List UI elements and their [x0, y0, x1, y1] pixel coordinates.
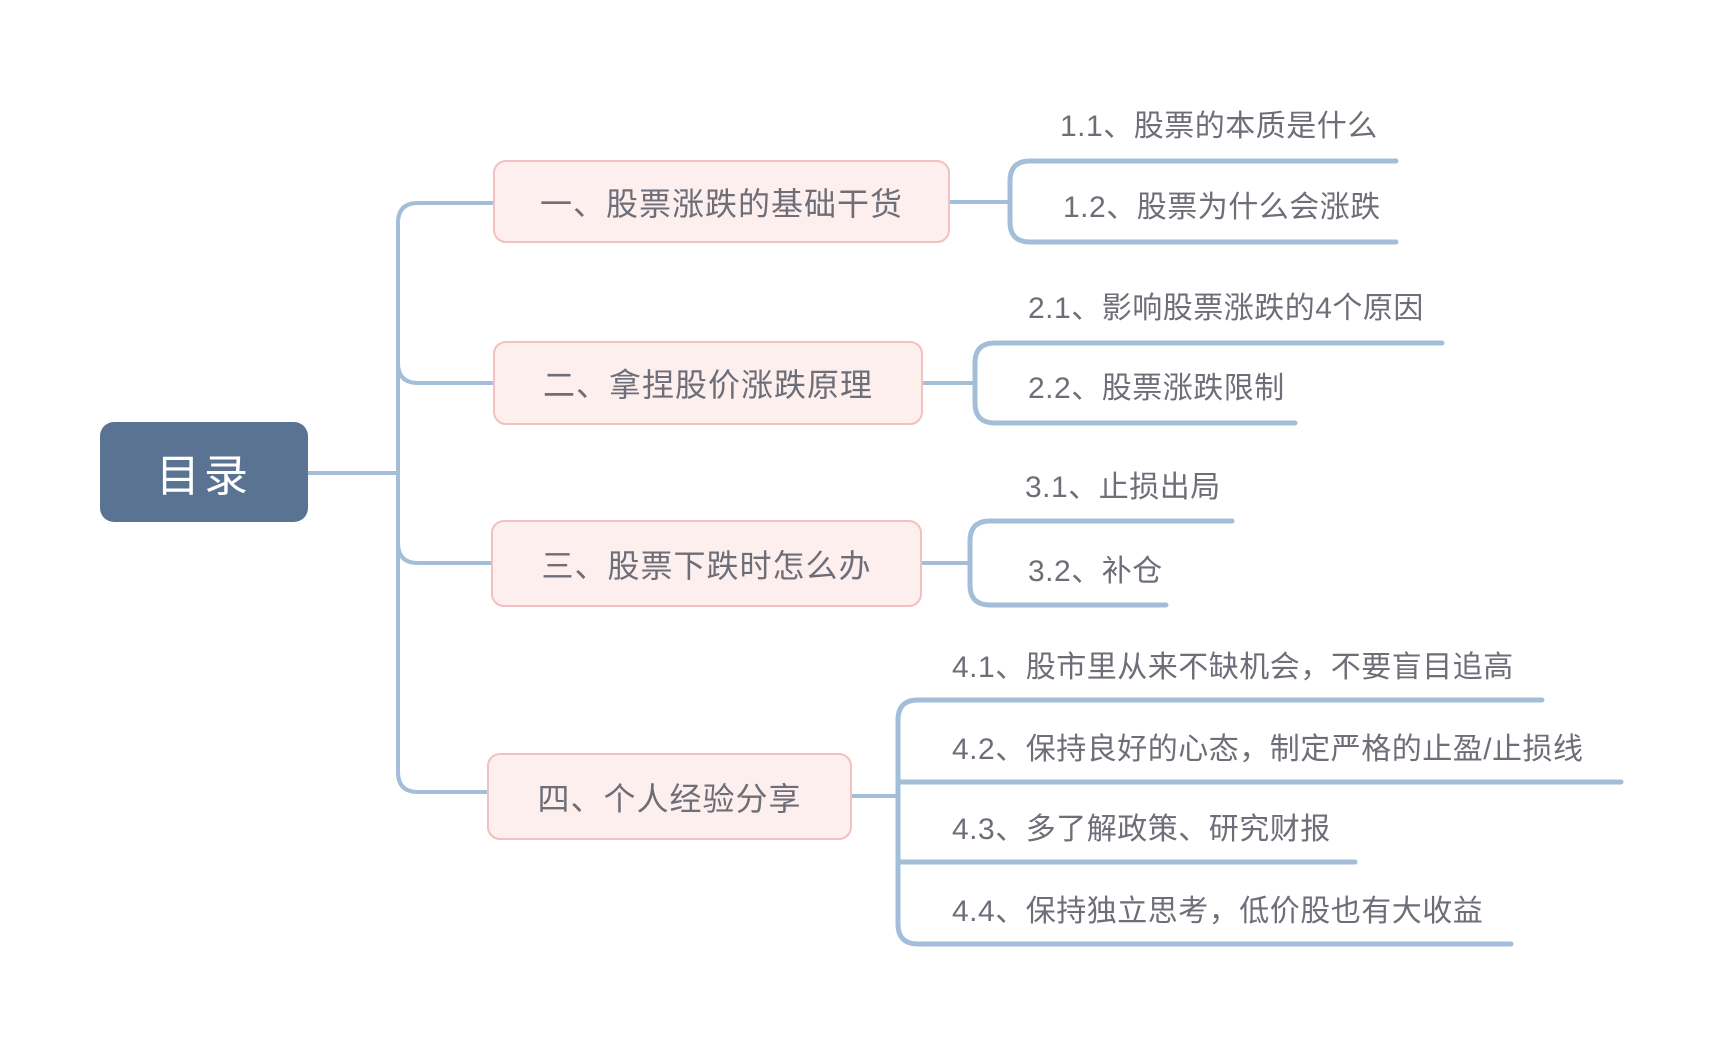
- subtopic-4-2[interactable]: 4.2、保持良好的心态，制定严格的止盈/止损线: [952, 733, 1584, 766]
- subtopic-3-1[interactable]: 3.1、止损出局: [1025, 471, 1221, 504]
- branch-topic-2[interactable]: 二、拿捏股价涨跌原理: [493, 341, 923, 425]
- branch-topic-1[interactable]: 一、股票涨跌的基础干货: [493, 160, 950, 243]
- branch-3-bracket: [967, 518, 1235, 608]
- branch-topic-2-label: 二、拿捏股价涨跌原理: [542, 367, 873, 403]
- branch-2-connector: [396, 361, 495, 385]
- branch-3-connector: [396, 541, 493, 565]
- branch-topic-3[interactable]: 三、股票下跌时怎么办: [491, 520, 922, 607]
- root-topic-label: 目录: [156, 452, 252, 501]
- subtopic-4-4[interactable]: 4.4、保持独立思考，低价股也有大收益: [952, 895, 1484, 928]
- branch-4-bracket: [895, 697, 1545, 947]
- branch-topic-1-label: 一、股票涨跌的基础干货: [539, 185, 903, 222]
- subtopic-4-1[interactable]: 4.1、股市里从来不缺机会，不要盲目追高: [952, 651, 1514, 684]
- branch-2-bracket: [972, 340, 1445, 426]
- subtopic-1-2[interactable]: 1.2、股票为什么会涨跌: [1063, 191, 1381, 224]
- root-topic[interactable]: 目录: [100, 422, 308, 522]
- subtopic-1-1[interactable]: 1.1、股票的本质是什么: [1060, 110, 1378, 143]
- subtopic-3-2[interactable]: 3.2、补仓: [1028, 555, 1163, 588]
- subtopic-4-3[interactable]: 4.3、多了解政策、研究财报: [952, 813, 1331, 846]
- subtopic-2-1[interactable]: 2.1、影响股票涨跌的4个原因: [1028, 292, 1424, 325]
- branch-topic-4-label: 四、个人经验分享: [537, 780, 802, 817]
- branch-1-bracket: [1007, 158, 1399, 245]
- subtopic-2-2[interactable]: 2.2、股票涨跌限制: [1028, 372, 1285, 405]
- branch-topic-4[interactable]: 四、个人经验分享: [487, 753, 852, 840]
- trunk-connector: [396, 201, 495, 794]
- branch-topic-3-label: 三、股票下跌时怎么办: [541, 547, 872, 584]
